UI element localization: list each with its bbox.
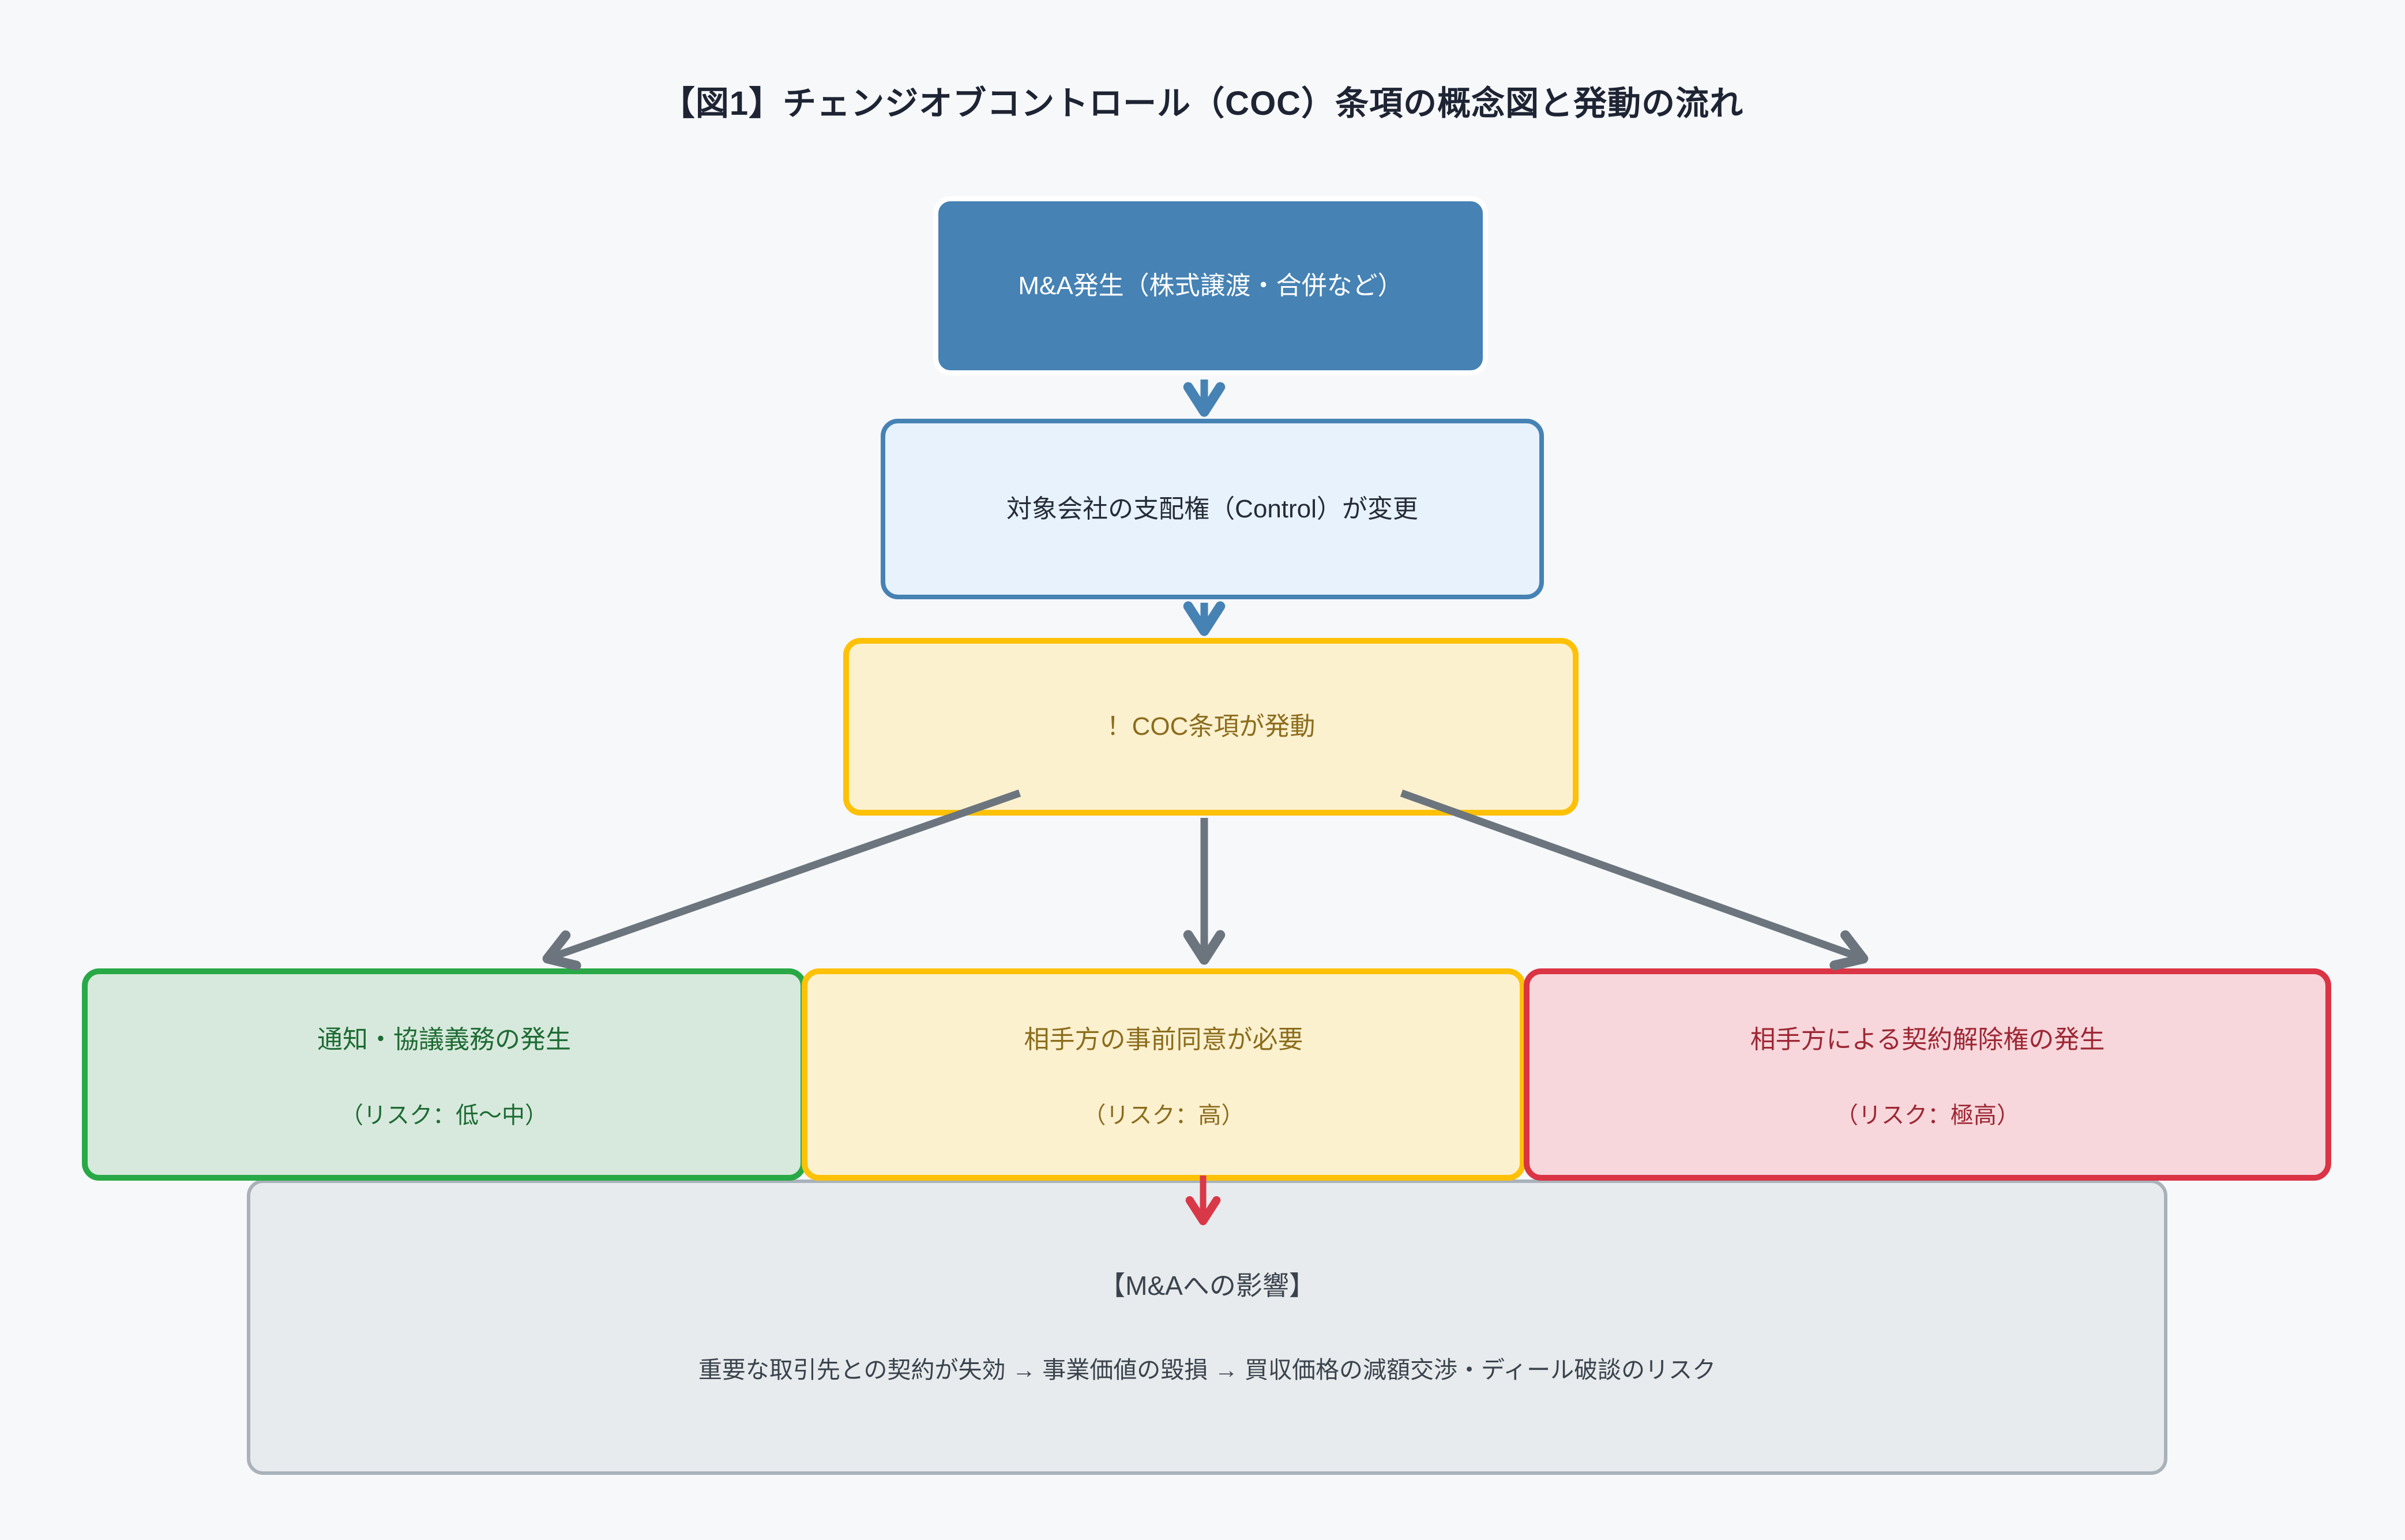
node-prior-consent-risk: （リスク：高） xyxy=(1083,1102,1245,1128)
node-control-change: 対象会社の支配権（Control）が変更 xyxy=(881,419,1544,599)
node-ma-event-label: M&A発生（株式譲渡・合併など） xyxy=(1018,271,1403,300)
node-notice-obligation-label: 通知・協議義務の発生 xyxy=(317,1026,571,1054)
node-prior-consent: 相手方の事前同意が必要 （リスク：高） xyxy=(802,968,1525,1181)
node-notice-obligation-risk: （リスク：低～中） xyxy=(340,1102,548,1128)
node-control-change-label: 対象会社の支配権（Control）が変更 xyxy=(1006,494,1418,523)
node-coc-trigger: ！COC条項が発動 xyxy=(843,638,1579,816)
node-ma-event: M&A発生（株式譲渡・合併など） xyxy=(933,196,1488,375)
node-ma-impact: 【M&Aへの影響】 重要な取引先との契約が失効 → 事業価値の毀損 → 買収価格… xyxy=(247,1180,2167,1475)
node-ma-impact-body: 重要な取引先との契約が失効 → 事業価値の毀損 → 買収価格の減額交渉・ディール… xyxy=(698,1357,1716,1384)
node-coc-trigger-label: ！COC条項が発動 xyxy=(1106,712,1316,741)
node-termination-right-risk: （リスク：極高） xyxy=(1835,1102,2020,1128)
arrow-coc-to-termination xyxy=(1400,789,1869,971)
diagram-title: 【図1】チェンジオブコントロール（COC）条項の概念図と発動の流れ xyxy=(661,85,1744,122)
node-ma-impact-heading: 【M&Aへの影響】 xyxy=(1099,1271,1316,1301)
node-prior-consent-label: 相手方の事前同意が必要 xyxy=(1024,1026,1303,1054)
node-notice-obligation: 通知・協議義務の発生 （リスク：低～中） xyxy=(82,968,806,1181)
arrow-coc-to-notice xyxy=(542,789,1021,971)
node-termination-right: 相手方による契約解除権の発生 （リスク：極高） xyxy=(1524,968,2331,1181)
node-termination-right-label: 相手方による契約解除権の発生 xyxy=(1750,1026,2105,1054)
